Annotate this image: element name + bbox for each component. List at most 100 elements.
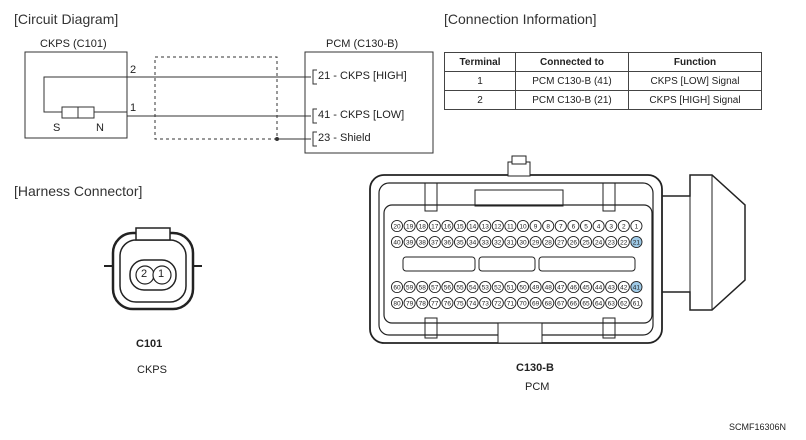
c130b-pin-39 [403, 235, 416, 249]
c130b-pin-55 [453, 280, 467, 294]
c130b-pin-18 [416, 219, 429, 233]
c130b-pin-56 [441, 280, 454, 294]
c130b-pin-50 [516, 280, 530, 294]
c130b-center-slot-1 [402, 256, 476, 272]
c130b-pin-69 [529, 296, 542, 310]
c130b-pin-label-7: 7 [559, 224, 563, 231]
c130b-bottom-slot-right [602, 317, 616, 339]
c130b-pin-label-29: 29 [532, 240, 540, 247]
c130b-pin-label-6: 6 [572, 224, 576, 231]
c130b-pin-71 [504, 296, 517, 310]
c130b-pin-12 [491, 219, 504, 233]
c130b-pin-label-48: 48 [545, 285, 553, 292]
c130b-top-rib [474, 189, 564, 207]
c130b-pin-label-38: 38 [419, 240, 427, 247]
c130b-pin-label-35: 35 [456, 240, 464, 247]
pcm-pin-21-label: 21 - CKPS [HIGH] [318, 70, 407, 82]
ckps-pin-2-label: 2 [130, 64, 137, 76]
c130b-pin-label-39: 39 [406, 240, 414, 247]
shield-box [154, 56, 278, 140]
c130b-pin-22 [617, 235, 630, 249]
table-cell-connected-to: PCM C130-B (21) [515, 90, 629, 110]
c130b-pin-label-79: 79 [406, 301, 414, 308]
c130b-pin-label-3: 3 [609, 224, 613, 231]
c130b-pin-21 [630, 235, 643, 249]
c130b-lever-arm [662, 174, 746, 311]
c130b-pin-label-32: 32 [494, 240, 502, 247]
c130b-pin-label-66: 66 [570, 301, 578, 308]
c130b-pin-label-28: 28 [545, 240, 553, 247]
c130b-outer-shell [369, 174, 663, 344]
c130b-pin-label-68: 68 [545, 301, 553, 308]
c130b-top-key-tip [511, 155, 527, 165]
c130b-pin-label-36: 36 [444, 240, 452, 247]
c130b-pin-70 [516, 296, 530, 310]
c130b-pin-label-13: 13 [482, 224, 490, 231]
c130b-pin-11 [504, 219, 517, 233]
c130b-pin-75 [453, 296, 467, 310]
c130b-pin-label-60: 60 [393, 285, 401, 292]
c130b-pin-label-17: 17 [431, 224, 439, 231]
c130b-pin-label-23: 23 [608, 240, 616, 247]
c130b-pin-66 [567, 296, 580, 310]
c130b-pin-label-78: 78 [419, 301, 427, 308]
harness-connector-heading: [Harness Connector] [14, 183, 143, 199]
c130b-pin-62 [617, 296, 630, 310]
c130b-pin-35 [453, 235, 467, 249]
c130b-pin-label-12: 12 [494, 224, 502, 231]
c130b-pin-label-27: 27 [557, 240, 565, 247]
c130b-pin-label-45: 45 [582, 285, 590, 292]
c130b-pin-60 [390, 280, 404, 294]
c130b-pin-label-26: 26 [570, 240, 578, 247]
c130b-pin-label-31: 31 [507, 240, 515, 247]
c130b-pin-19 [403, 219, 416, 233]
c130b-bottom-slot-left [424, 317, 438, 339]
c130b-pin-label-49: 49 [532, 285, 540, 292]
c130b-pin-label-34: 34 [469, 240, 477, 247]
c130b-pin-63 [605, 296, 618, 310]
c130b-pin-48 [542, 280, 555, 294]
c130b-pin-label-10: 10 [519, 224, 527, 231]
pin-bracket-23 [312, 131, 317, 147]
c130b-pin-label-1: 1 [635, 224, 639, 231]
c101-latch [135, 227, 171, 241]
c130b-pin-label-54: 54 [469, 285, 477, 292]
c130b-pin-label-2: 2 [622, 224, 626, 231]
c130b-description: PCM [525, 381, 550, 393]
ckps-inner-wire-2 [43, 76, 127, 113]
c130b-bottom-key [497, 322, 543, 344]
c130b-pin-label-57: 57 [431, 285, 439, 292]
connection-information-heading: [Connection Information] [444, 11, 597, 27]
c130b-pin-label-69: 69 [532, 301, 540, 308]
c130b-pin-10 [516, 219, 530, 233]
c130b-pin-77 [428, 296, 441, 310]
c130b-pin-label-37: 37 [431, 240, 439, 247]
c130b-name: C130-B [516, 362, 554, 374]
table-row: 1 PCM C130-B (41) CKPS [LOW] Signal [444, 71, 762, 91]
c130b-pin-72 [491, 296, 504, 310]
c130b-pin-label-40: 40 [393, 240, 401, 247]
c130b-center-slot-3 [538, 256, 636, 272]
ckps-title: CKPS (C101) [40, 38, 107, 50]
c130b-pin-label-64: 64 [595, 301, 603, 308]
sensor-n-label: N [96, 122, 104, 134]
c130b-pin-76 [441, 296, 454, 310]
ckps-pin-1-label: 1 [130, 102, 137, 114]
c130b-pin-label-65: 65 [582, 301, 590, 308]
c130b-pin-46 [567, 280, 580, 294]
c130b-pin-label-41: 41 [633, 285, 641, 292]
c130b-pin-20 [390, 219, 404, 233]
connection-table-header-row: Terminal Connected to Function [444, 52, 762, 72]
c130b-pin-32 [491, 235, 504, 249]
c130b-pin-label-14: 14 [469, 224, 477, 231]
c130b-pin-79 [403, 296, 416, 310]
c130b-pin-label-43: 43 [608, 285, 616, 292]
c130b-pin-label-22: 22 [620, 240, 628, 247]
c130b-pin-36 [441, 235, 454, 249]
c130b-pin-74 [466, 296, 479, 310]
c130b-pin-label-50: 50 [519, 285, 527, 292]
c130b-pin-label-18: 18 [419, 224, 427, 231]
c130b-pin-label-63: 63 [608, 301, 616, 308]
